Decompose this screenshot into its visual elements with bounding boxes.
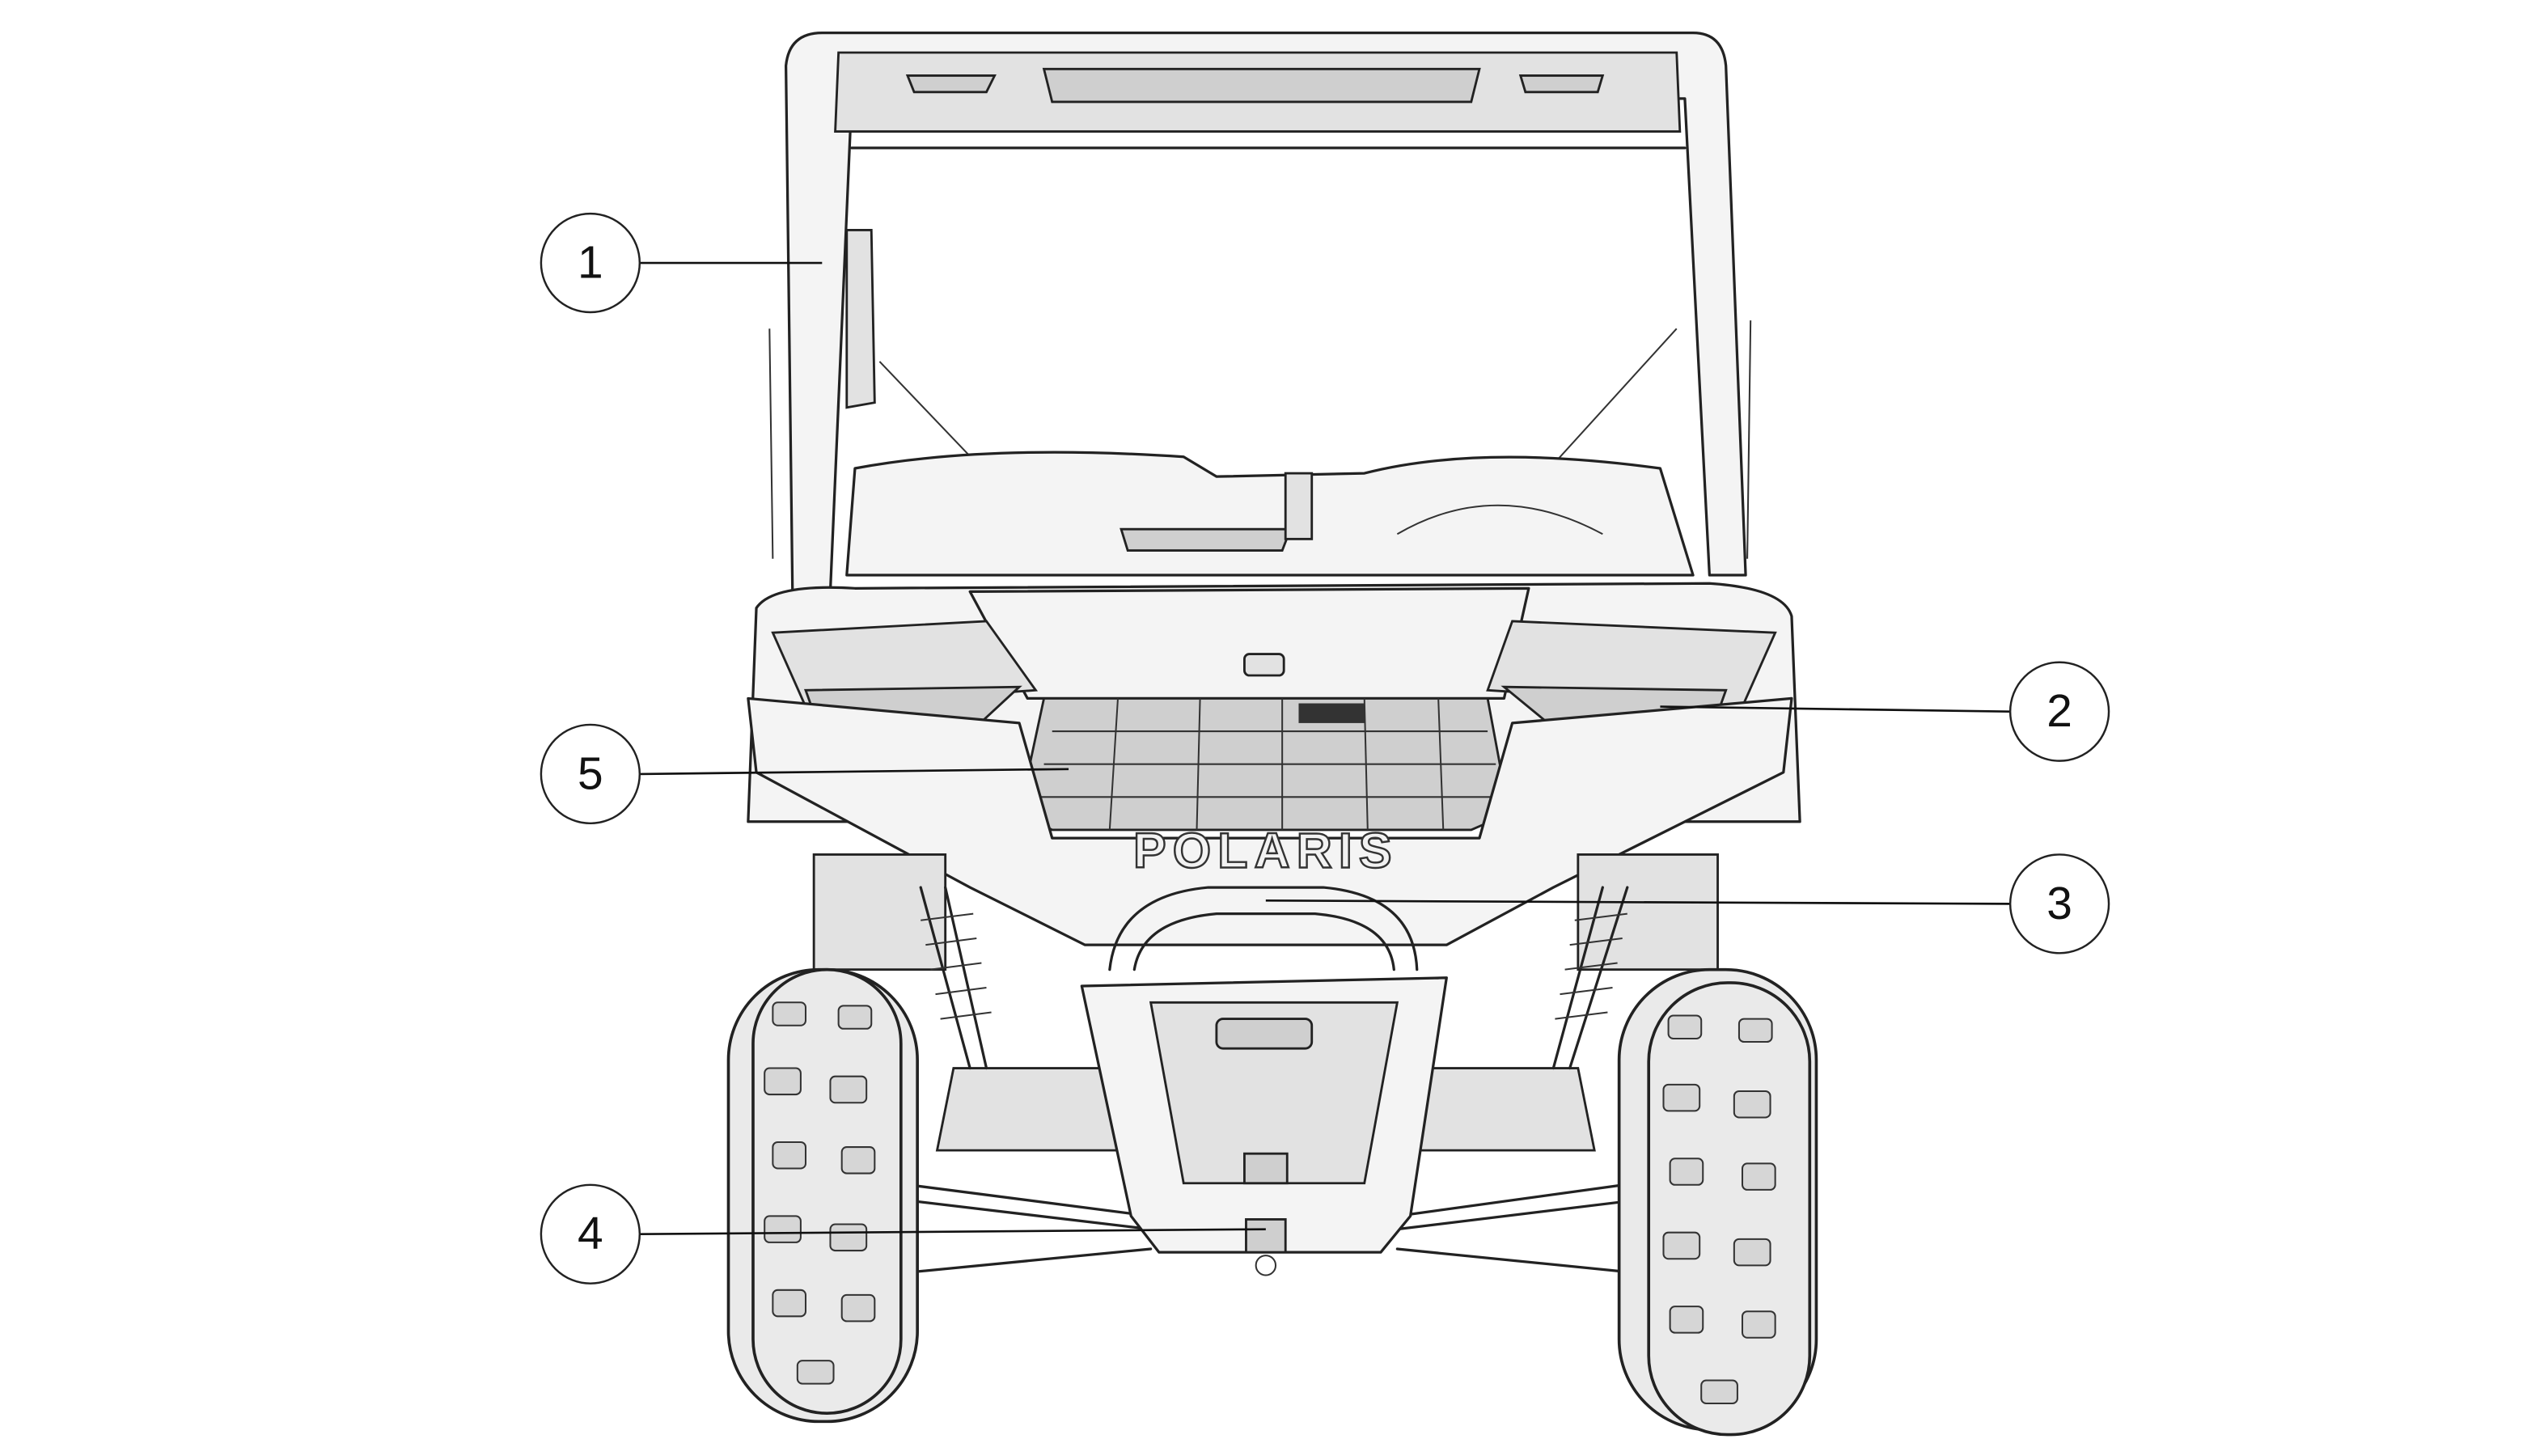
callout-5: 5 xyxy=(540,723,1069,825)
side-mirror xyxy=(845,229,876,409)
cabin-interior xyxy=(845,451,1695,577)
callout-4: 4 xyxy=(540,1183,1266,1285)
roll-cage xyxy=(768,32,1752,594)
callout-number: 4 xyxy=(578,1208,603,1259)
grille xyxy=(1018,697,1511,832)
hood-emblem xyxy=(1243,653,1285,677)
callout-number: 3 xyxy=(2046,878,2072,929)
hood xyxy=(968,586,1530,700)
brush-guard xyxy=(1108,886,1419,971)
skid-plate xyxy=(1080,976,1448,1276)
tow-hitch xyxy=(1245,1218,1287,1254)
callout-number: 1 xyxy=(578,238,603,289)
callout-number: 5 xyxy=(578,748,603,799)
tire-left xyxy=(726,967,919,1424)
polaris-logo: POLARIS xyxy=(1133,823,1399,878)
tire-right xyxy=(1617,967,1818,1437)
callout-2: 2 xyxy=(1660,661,2110,762)
callout-1: 1 xyxy=(540,212,823,314)
front-shocks xyxy=(919,886,1629,1070)
callout-number: 2 xyxy=(2046,686,2072,737)
front-bumper: POLARIS xyxy=(747,696,1793,971)
callout-3: 3 xyxy=(1265,853,2110,954)
